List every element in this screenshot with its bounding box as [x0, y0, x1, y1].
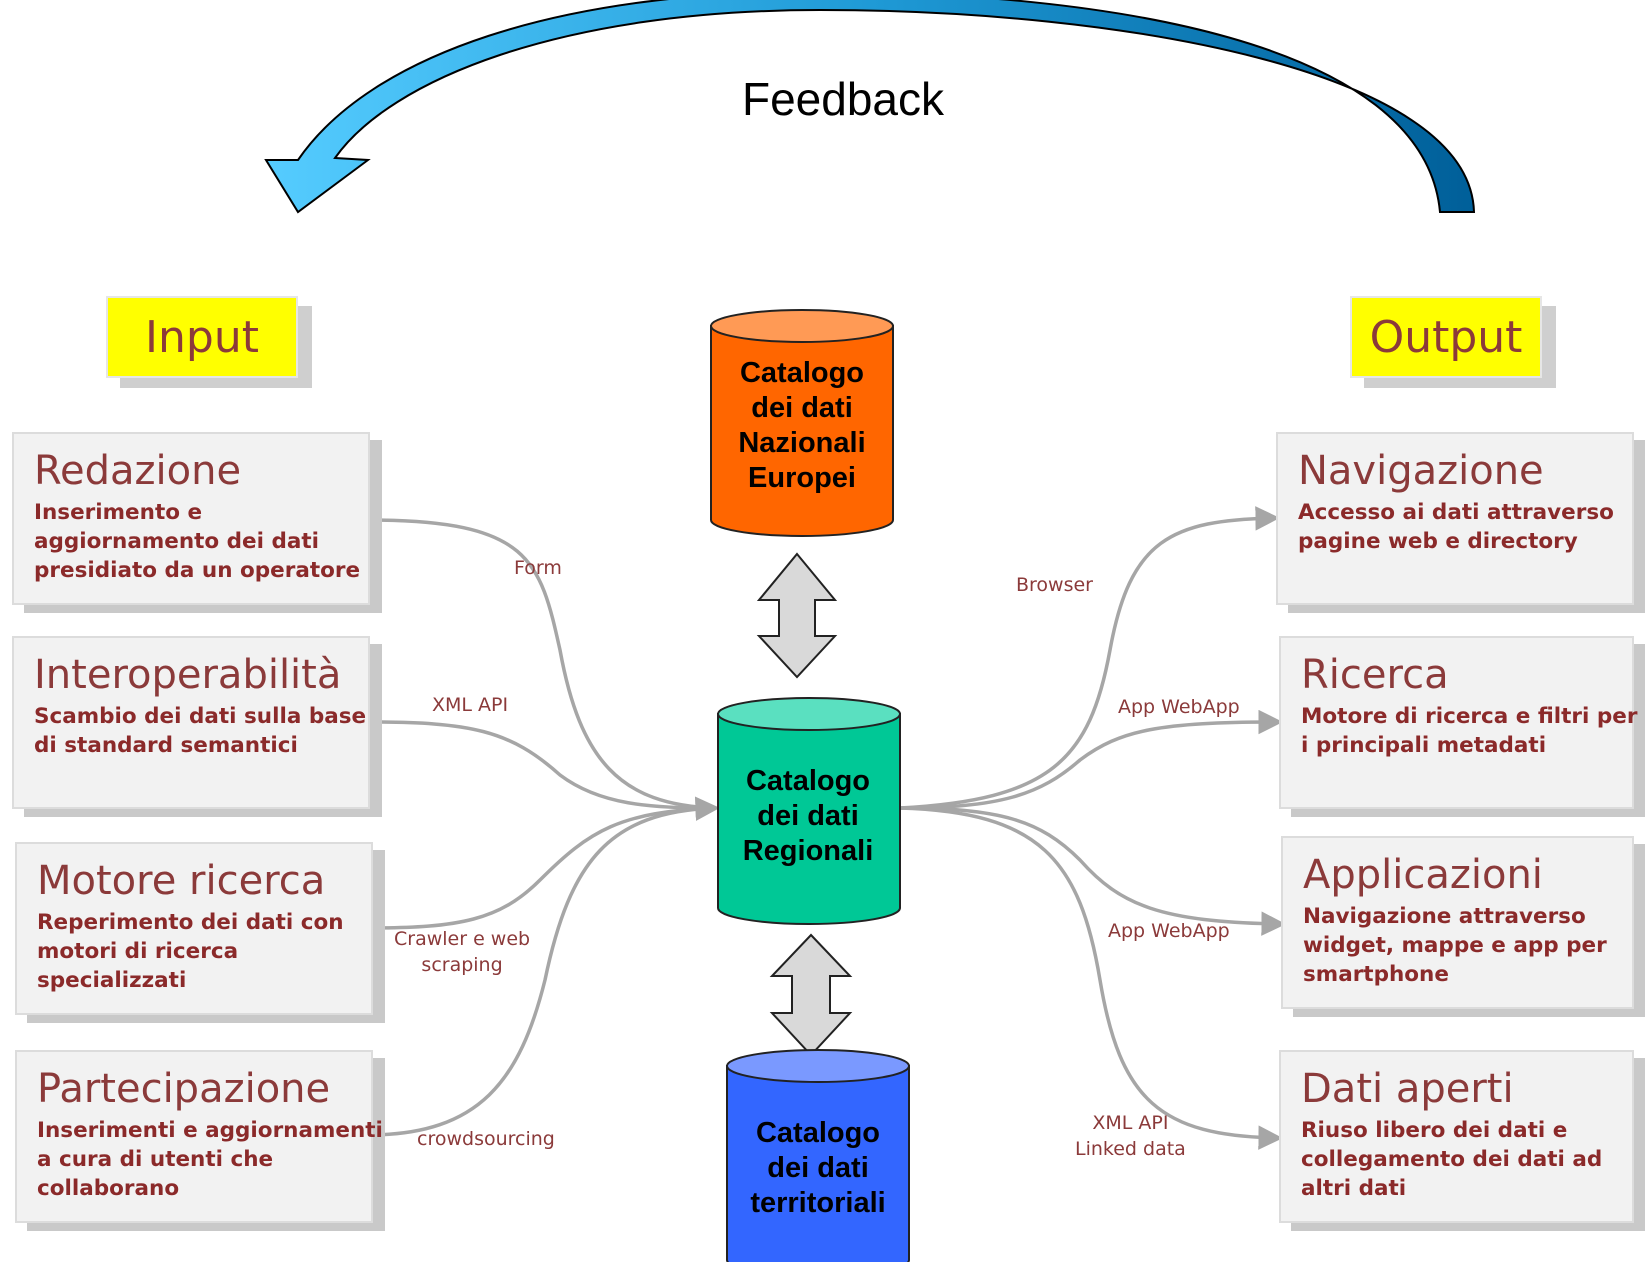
input-desc: Inserimenti e aggiornamenti a cura di ut… [37, 1118, 383, 1201]
input-desc: Reperimento dei dati con motori di ricer… [37, 910, 344, 993]
output-title: Applicazioni [1303, 852, 1543, 898]
connector-app-webapp-2 [899, 806, 1286, 936]
connector-label-xml-api: XML API [432, 694, 509, 716]
output-desc: Riuso libero dei dati e collegamento dei… [1301, 1118, 1603, 1201]
connector-crowdsourcing [367, 796, 720, 1137]
input-title: Partecipazione [37, 1066, 331, 1112]
input-box-motore-ricerca: Motore ricerca Reperimento dei dati con … [15, 842, 373, 1015]
input-tag: Input [106, 296, 298, 378]
double-arrow-bottom [769, 933, 853, 1057]
input-connectors [367, 518, 720, 1137]
input-box-redazione: Redazione Inserimento e aggiornamento de… [12, 432, 370, 605]
input-title: Motore ricerca [37, 858, 326, 904]
db-body [710, 325, 894, 537]
db-territoriali-label: Catalogo dei dati territoriali [750, 1117, 886, 1219]
input-desc: Scambio dei dati sulla base di standard … [34, 704, 367, 758]
output-box-ricerca: Ricerca Motore di ricerca e filtri per i… [1279, 636, 1638, 809]
double-arrow-top [756, 552, 838, 679]
connector-linked-data [899, 806, 1283, 1150]
output-box-dati-aperti: Dati aperti Riuso libero dei dati e coll… [1279, 1050, 1634, 1223]
db-body [726, 1065, 910, 1262]
connector-app-webapp-1 [899, 709, 1283, 810]
db-top [710, 309, 894, 343]
db-regionali-cylinder [717, 697, 901, 925]
output-box-navigazione: Navigazione Accesso ai dati attraverso p… [1276, 432, 1634, 605]
connector-label-form: Form [514, 557, 562, 579]
output-desc: Motore di ricerca e filtri per i princip… [1301, 704, 1638, 758]
input-title: Redazione [34, 448, 242, 494]
feedback-label: Feedback [742, 73, 945, 125]
connector-label-linked-data: XML API Linked data [1075, 1112, 1186, 1160]
output-title: Dati aperti [1301, 1066, 1514, 1112]
output-title: Navigazione [1298, 448, 1544, 494]
connector-label-crawler: Crawler e web scraping [394, 928, 531, 976]
output-title: Ricerca [1301, 652, 1449, 698]
output-box-applicazioni: Applicazioni Navigazione attraverso widg… [1281, 836, 1634, 1009]
db-top [717, 697, 901, 731]
output-desc: Navigazione attraverso widget, mappe e a… [1303, 904, 1607, 987]
connector-crawler [367, 806, 716, 930]
input-title: Interoperabilità [34, 652, 342, 698]
connector-browser [899, 506, 1280, 810]
db-body [717, 713, 901, 925]
connector-label-app-webapp-2: App WebApp [1108, 920, 1230, 942]
db-nazionali-label: Catalogo dei dati Nazionali Europei [738, 357, 866, 494]
db-territoriali-cylinder [726, 1049, 910, 1262]
output-desc: Accesso ai dati attraverso pagine web e … [1298, 500, 1614, 554]
input-box-interoperabilita: Interoperabilità Scambio dei dati sulla … [12, 636, 370, 809]
db-nazionali-cylinder [710, 309, 894, 537]
connector-label-crowdsourcing: crowdsourcing [417, 1128, 555, 1150]
connector-xml-api [367, 720, 716, 810]
output-tag: Output [1350, 296, 1542, 378]
input-desc: Inserimento e aggiornamento dei dati pre… [34, 500, 361, 583]
db-regionali-label: Catalogo dei dati Regionali [742, 765, 874, 867]
connector-label-browser: Browser [1016, 574, 1093, 596]
output-connectors [899, 506, 1286, 1150]
input-box-partecipazione: Partecipazione Inserimenti e aggiornamen… [15, 1050, 383, 1223]
connector-label-app-webapp-1: App WebApp [1118, 696, 1240, 718]
connector-form [367, 518, 716, 810]
db-top [726, 1049, 910, 1083]
feedback-arrow [264, 0, 1476, 214]
